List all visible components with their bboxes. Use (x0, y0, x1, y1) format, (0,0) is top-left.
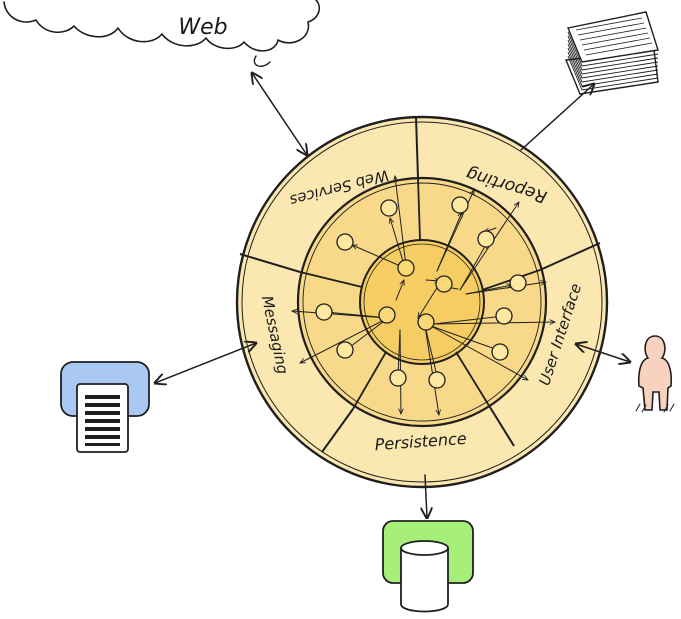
core (359, 239, 485, 365)
onion-architecture: Web Services Reporting User Interface Pe… (235, 115, 609, 489)
persistence-database (382, 520, 474, 613)
document-stack-icon (564, 11, 659, 95)
web-label: Web (178, 15, 227, 40)
cloud-icon (3, 0, 321, 52)
database-icon (76, 383, 129, 453)
database-icon (400, 540, 449, 613)
messaging-database (60, 361, 150, 453)
person-icon (635, 335, 675, 413)
web-cloud: Web (3, 0, 321, 67)
